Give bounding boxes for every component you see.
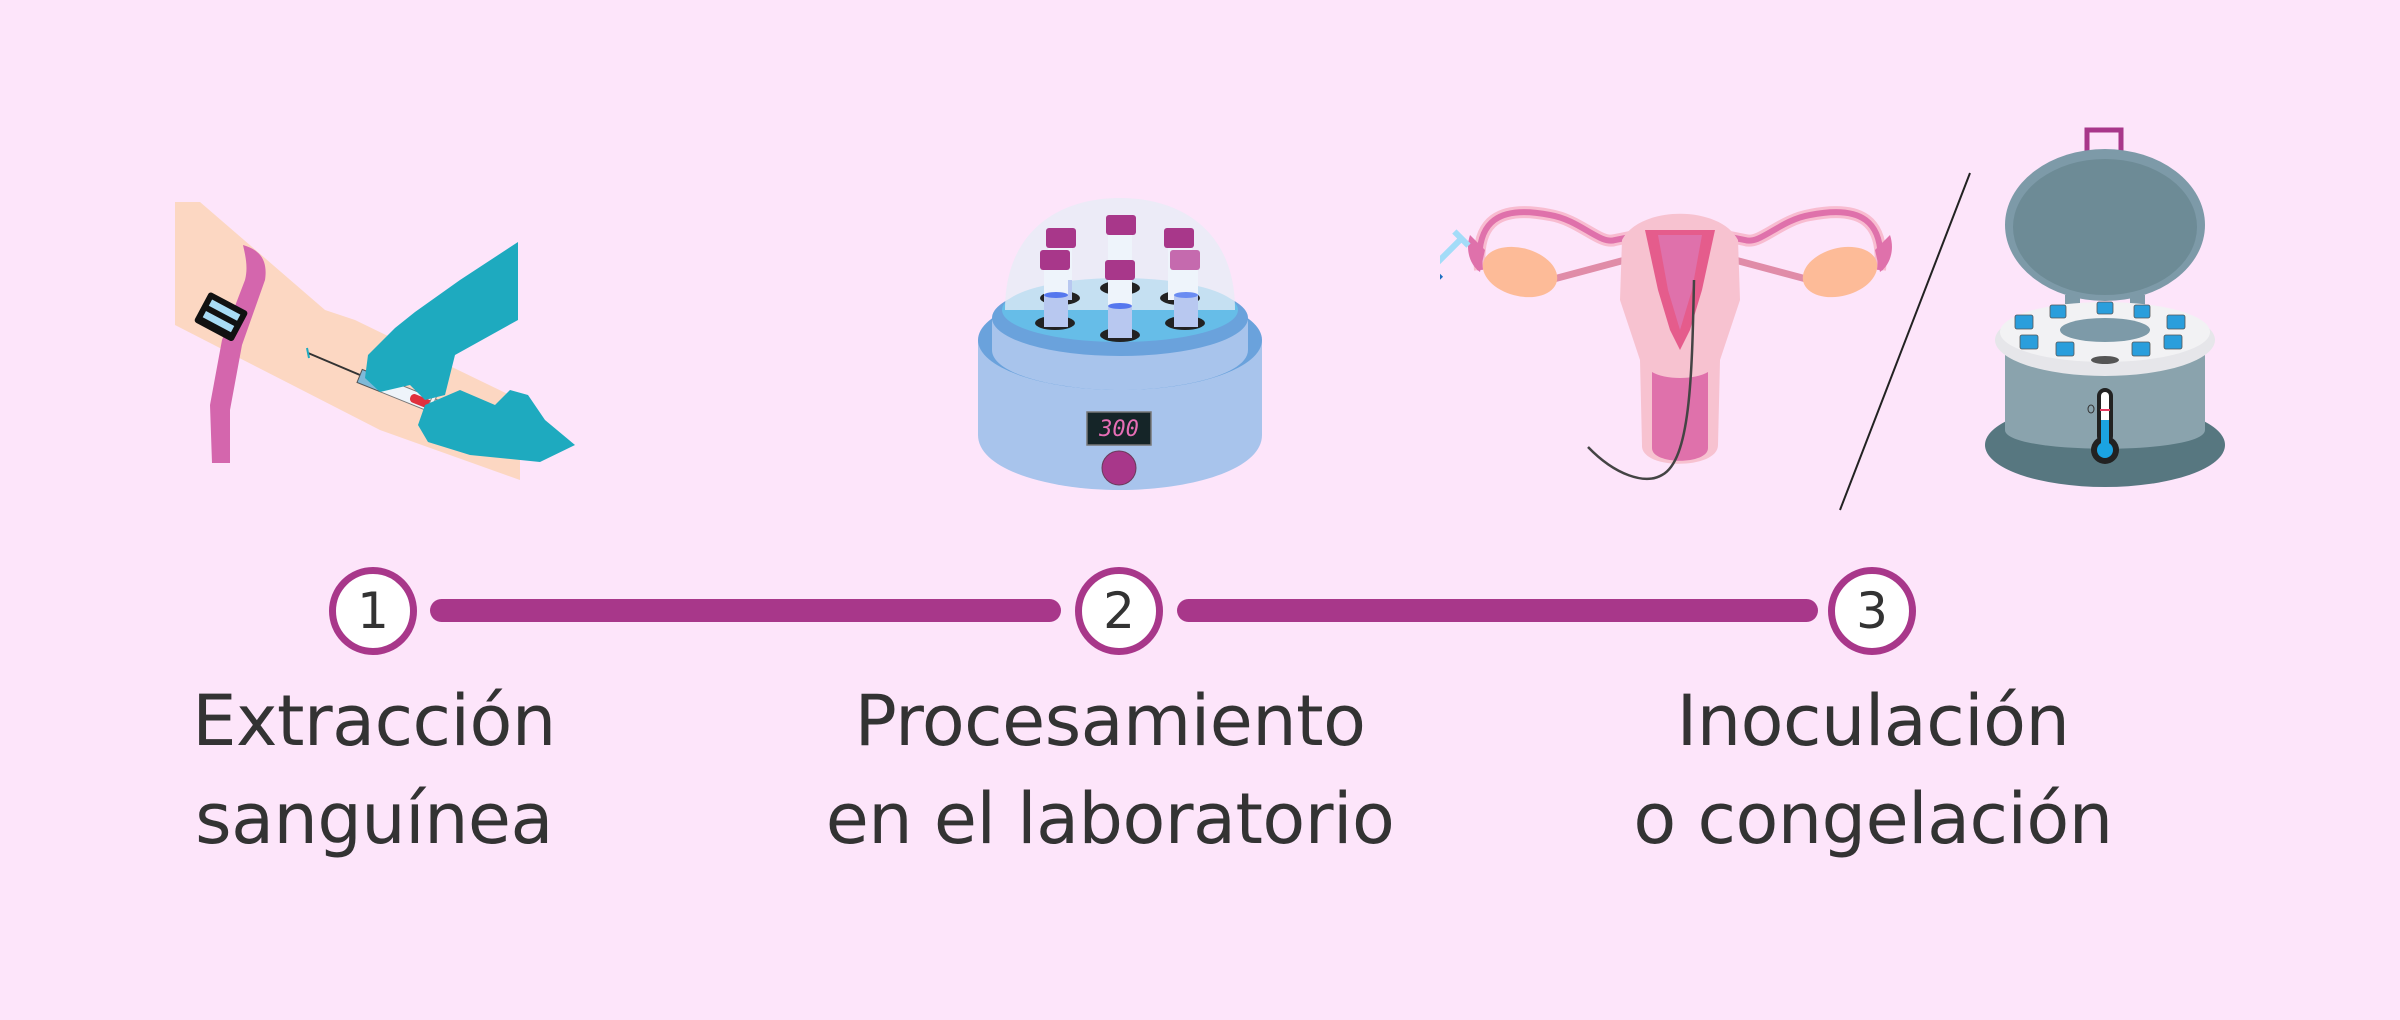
uterus-insemination-illustration: [1440, 206, 1892, 480]
display-panel: [1086, 411, 1152, 446]
step-2-label: Procesamiento en el laboratorio: [790, 672, 1430, 868]
step-2-label-line1: Procesamiento: [854, 680, 1366, 762]
tourniquet-icon: [210, 245, 266, 463]
display-value: 300: [1098, 417, 1139, 442]
step-1-label-line2: sanguínea: [195, 778, 553, 860]
step-1-label-line1: Extracción: [192, 680, 556, 762]
step-3-label-line2: o congelación: [1633, 778, 2113, 860]
blood-extraction-illustration: [175, 202, 575, 480]
step-1-label: Extracción sanguínea: [54, 672, 694, 868]
centrifuge-illustration: 300: [978, 198, 1262, 490]
step-2-number: 2: [1103, 582, 1135, 640]
catheter-tube: [1587, 279, 1696, 480]
glove-bottom-icon: [418, 390, 575, 462]
timeline-connector-2-3: [1177, 599, 1818, 622]
thermometer-icon: [2087, 388, 2119, 464]
centrifuge-knob-button: [1101, 450, 1137, 486]
step-3-label: Inoculación o congelación: [1553, 672, 2193, 868]
option-divider-slash: [1839, 172, 1971, 511]
step-2-label-line2: en el laboratorio: [825, 778, 1395, 860]
step-3-label-line1: Inoculación: [1676, 680, 2070, 762]
timeline-connector-1-2: [430, 599, 1061, 622]
cryo-tank-illustration: [1985, 127, 2225, 487]
step-3-number: 3: [1856, 582, 1888, 640]
step-2-number-badge: 2: [1075, 567, 1163, 655]
step-3-number-badge: 3: [1828, 567, 1916, 655]
step-1-number: 1: [357, 582, 389, 640]
glove-top-icon: [365, 242, 518, 400]
step-1-number-badge: 1: [329, 567, 417, 655]
